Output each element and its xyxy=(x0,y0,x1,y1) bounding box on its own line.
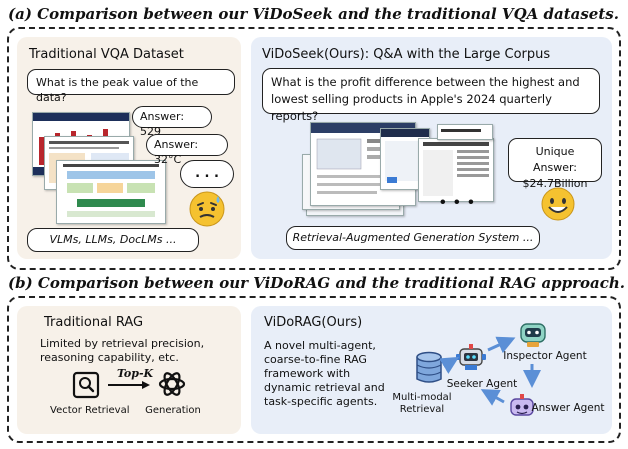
vector-retrieval-icon xyxy=(72,371,100,399)
vidorag-desc-line-4: dynamic retrieval and xyxy=(264,381,385,394)
vidoseek-title: ViDoSeek(Ours): Q&A with the Large Corpu… xyxy=(262,47,551,62)
happy-face-icon xyxy=(541,187,575,221)
generation-label: Generation xyxy=(145,405,201,416)
corpus-ellipsis: • • • xyxy=(440,194,476,211)
topk-label: Top-K xyxy=(117,367,154,380)
ellipsis-bubble: . . . xyxy=(180,160,234,188)
vidorag-desc-line-1: A novel multi-agent, xyxy=(264,339,376,352)
vqa-question-bubble: What is the peak value of the data? xyxy=(27,69,235,104)
rag-limitation-line-2: reasoning capability, etc. xyxy=(40,351,179,364)
topk-arrow xyxy=(108,381,150,389)
vidorag-desc-line-3: framework with xyxy=(264,367,351,380)
multimodal-line-1: Multi-modal xyxy=(392,392,452,403)
answer-bubble-2: Answer: 32°C xyxy=(146,134,228,166)
corpus-doc-3-thumbnail xyxy=(423,142,489,196)
arrow-answer-to-seeker xyxy=(480,389,505,406)
rag-limitations: Limited by retrieval precision, reasonin… xyxy=(40,337,204,365)
agent-flow-arrows xyxy=(440,336,541,406)
inspector-agent-label: Inspector Agent xyxy=(503,350,587,362)
seeker-agent-label: Seeker Agent xyxy=(446,378,518,390)
unique-answer-label: Unique Answer: xyxy=(532,145,578,174)
vector-retrieval-label: Vector Retrieval xyxy=(50,405,130,416)
rag-system-pill: Retrieval-Augmented Generation System ..… xyxy=(286,226,540,250)
model-types-pill: VLMs, LLMs, DocLMs ... xyxy=(27,228,199,252)
answer-bubble-1: Answer: 529 xyxy=(132,106,212,138)
database-icon xyxy=(416,351,442,383)
rag-limitation-line-1: Limited by retrieval precision, xyxy=(40,337,205,350)
doc-thumbnail-flow xyxy=(56,160,166,224)
arrow-seeker-to-inspector xyxy=(487,336,516,354)
traditional-rag-title: Traditional RAG xyxy=(44,315,144,330)
multimodal-line-2: Retrieval xyxy=(399,404,445,415)
vidorag-desc-line-2: coarse-to-fine RAG xyxy=(264,353,367,366)
inspector-agent-robot-icon xyxy=(520,323,546,347)
vidorag-description: A novel multi-agent, coarse-to-fine RAG … xyxy=(264,339,385,409)
unique-answer-bubble: Unique Answer: $24.7Billion xyxy=(508,138,602,190)
corpus-doc-3 xyxy=(418,138,494,202)
answer-agent-robot-icon xyxy=(510,394,534,416)
vidoseek-question-bubble: What is the profit difference between th… xyxy=(262,68,600,123)
generation-icon xyxy=(158,372,186,396)
unique-answer-value: $24.7Billion xyxy=(522,177,588,190)
vidorag-title: ViDoRAG(Ours) xyxy=(264,315,363,330)
vidorag-desc-line-5: task-specific agents. xyxy=(264,395,378,408)
corpus-doc-4 xyxy=(437,124,493,140)
traditional-vqa-title: Traditional VQA Dataset xyxy=(29,47,184,62)
sweating-face-icon xyxy=(189,191,225,227)
answer-agent-label: Answer Agent xyxy=(531,402,605,414)
arrow-db-to-seeker xyxy=(440,356,460,374)
section-b-frame xyxy=(7,296,621,443)
corpus-doc-4-thumbnail xyxy=(441,129,481,132)
section-b-title: (b) Comparison between our ViDoRAG and t… xyxy=(8,274,626,292)
flow-thumbnail xyxy=(63,164,159,217)
traditional-rag-panel xyxy=(17,306,241,434)
multimodal-retrieval-label: Multi-modal Retrieval xyxy=(392,392,452,416)
section-a-title: (a) Comparison between our ViDoSeek and … xyxy=(8,5,619,23)
section-a-frame xyxy=(7,27,621,270)
